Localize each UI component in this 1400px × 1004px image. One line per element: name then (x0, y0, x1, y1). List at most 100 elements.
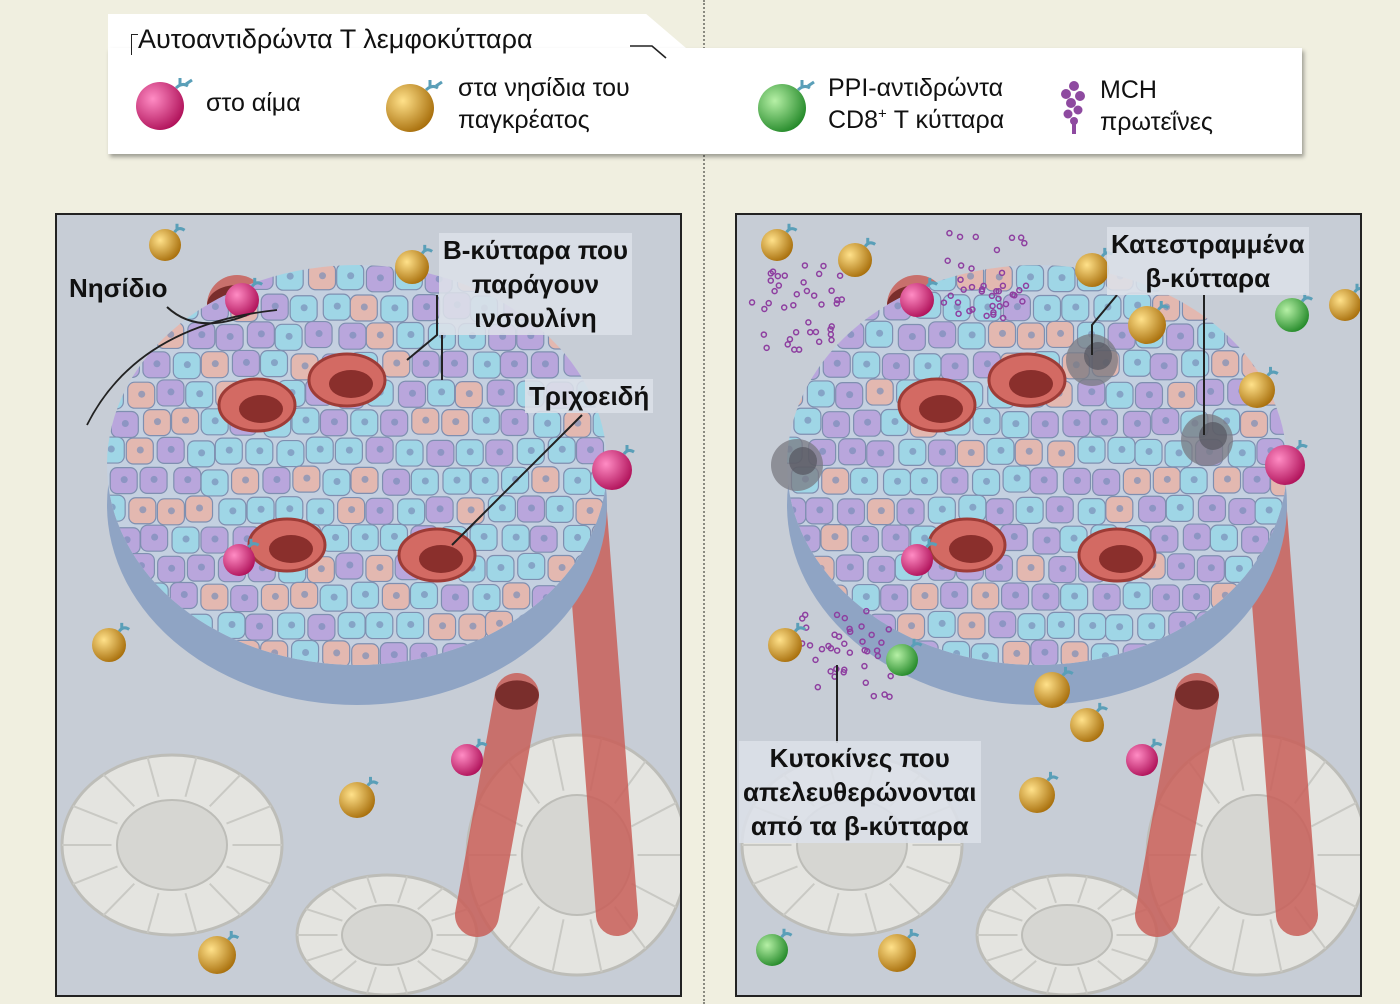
gold-t-cell-icon (1019, 777, 1055, 813)
cytokine-particle-icon (841, 614, 849, 622)
cell-nucleus (226, 333, 234, 341)
cell-nucleus (999, 329, 1007, 337)
cell-nucleus (862, 593, 870, 601)
duct-cell-border (102, 773, 135, 807)
cell-nucleus (301, 590, 309, 598)
cell-nucleus (228, 620, 236, 628)
cell-nucleus (1042, 592, 1050, 600)
cell-nucleus (527, 447, 535, 455)
cytokine-particle-icon (784, 341, 791, 348)
cell-nucleus (1058, 449, 1066, 457)
cell-nucleus (804, 416, 812, 424)
cytokine-particle-icon (993, 288, 1000, 295)
cytokine-particle-icon (790, 346, 798, 353)
cell-nucleus (1116, 505, 1124, 513)
cell-nucleus (1235, 564, 1243, 572)
cell-nucleus (1071, 592, 1079, 600)
cell-nucleus (1148, 622, 1156, 630)
pink-t-cell-icon (592, 450, 632, 490)
cell-nucleus (256, 622, 264, 630)
cell-nucleus (1058, 274, 1066, 282)
cell-nucleus (1238, 449, 1246, 457)
duct-cell-border (102, 883, 135, 917)
cell-nucleus (153, 360, 161, 368)
cell-nucleus (528, 561, 536, 569)
cytokine-particle-icon (827, 331, 835, 338)
cell-nucleus (376, 621, 384, 629)
cell-nucleus (465, 390, 473, 398)
cell-nucleus (511, 418, 519, 426)
duct-cell-border (397, 876, 408, 904)
cell-nucleus (496, 448, 504, 456)
cell-nucleus (408, 507, 416, 515)
healthy-islet-illustration (57, 215, 680, 995)
cell-nucleus (542, 475, 550, 483)
receptor-icon (117, 622, 131, 633)
receptor-icon (1095, 702, 1109, 713)
duct-cell-border (146, 892, 160, 934)
cytokine-particle-icon (827, 645, 835, 652)
cell-nucleus (257, 330, 265, 338)
cell-nucleus (317, 565, 325, 573)
cell-nucleus (544, 419, 552, 427)
cytokine-particle-icon (858, 623, 865, 630)
cytokine-particle-icon (862, 679, 870, 687)
cell-nucleus (1013, 303, 1021, 311)
receptor-icon (910, 638, 923, 649)
pink-t-cell-icon (225, 283, 259, 317)
label-capillaries: Τριχοειδή (525, 379, 654, 413)
cell-nucleus (1071, 650, 1079, 658)
duct-cell-border (209, 883, 242, 917)
gold-t-cell-icon (1070, 708, 1104, 742)
receptor-icon (1157, 300, 1170, 311)
cell-nucleus (968, 621, 976, 629)
cytokine-particle-icon (846, 625, 853, 633)
cell-nucleus (346, 561, 354, 569)
cell-nucleus (909, 447, 917, 455)
receptor-icon (1353, 283, 1360, 294)
cell-nucleus (407, 330, 415, 338)
gold-t-cell-icon (838, 243, 872, 277)
cell-nucleus (347, 272, 355, 280)
duct-cell-border (72, 865, 118, 885)
cell-nucleus (1223, 475, 1231, 483)
receptor-icon (420, 244, 434, 255)
cell-nucleus (349, 331, 357, 339)
cytokine-particle-icon (887, 672, 894, 680)
cell-nucleus (1192, 359, 1200, 367)
cell-nucleus (330, 593, 338, 601)
cell-nucleus (969, 503, 977, 511)
gold-t-cell-icon (386, 80, 443, 132)
cell-nucleus (1177, 332, 1185, 340)
cell-nucleus (288, 621, 296, 629)
duct-lumen (116, 799, 228, 891)
legend-label-islets: στα νησίδια του παγκρέατος (458, 74, 630, 134)
duct-lumen (341, 904, 433, 966)
cytokine-particle-icon (885, 626, 893, 633)
cell-nucleus (483, 360, 491, 368)
cytokine-particle-icon (780, 304, 788, 311)
capillary-vessel-opening (495, 680, 539, 710)
cytokine-particle-icon (873, 647, 881, 654)
cell-nucleus (832, 476, 840, 484)
cell-nucleus (167, 507, 175, 515)
cell-nucleus (451, 593, 459, 601)
cell-nucleus (831, 533, 839, 541)
duct-cell-border (330, 960, 357, 983)
capillaries-leader-line (451, 414, 583, 546)
cell-nucleus (1073, 419, 1081, 427)
cell-nucleus (983, 417, 991, 425)
cell-nucleus (422, 416, 430, 424)
cytokine-particle-icon (801, 262, 809, 269)
duct-cell-border (1097, 960, 1124, 983)
cell-nucleus (574, 533, 582, 541)
receptor-icon (785, 223, 798, 234)
cell-nucleus (376, 445, 384, 453)
duct-cell-border (631, 802, 677, 828)
cell-nucleus (211, 592, 219, 600)
cell-nucleus (1103, 592, 1111, 600)
cytokine-particle-icon (990, 309, 997, 316)
cell-nucleus (939, 330, 947, 338)
cell-nucleus (271, 302, 279, 310)
cytokine-particle-icon (972, 233, 980, 241)
